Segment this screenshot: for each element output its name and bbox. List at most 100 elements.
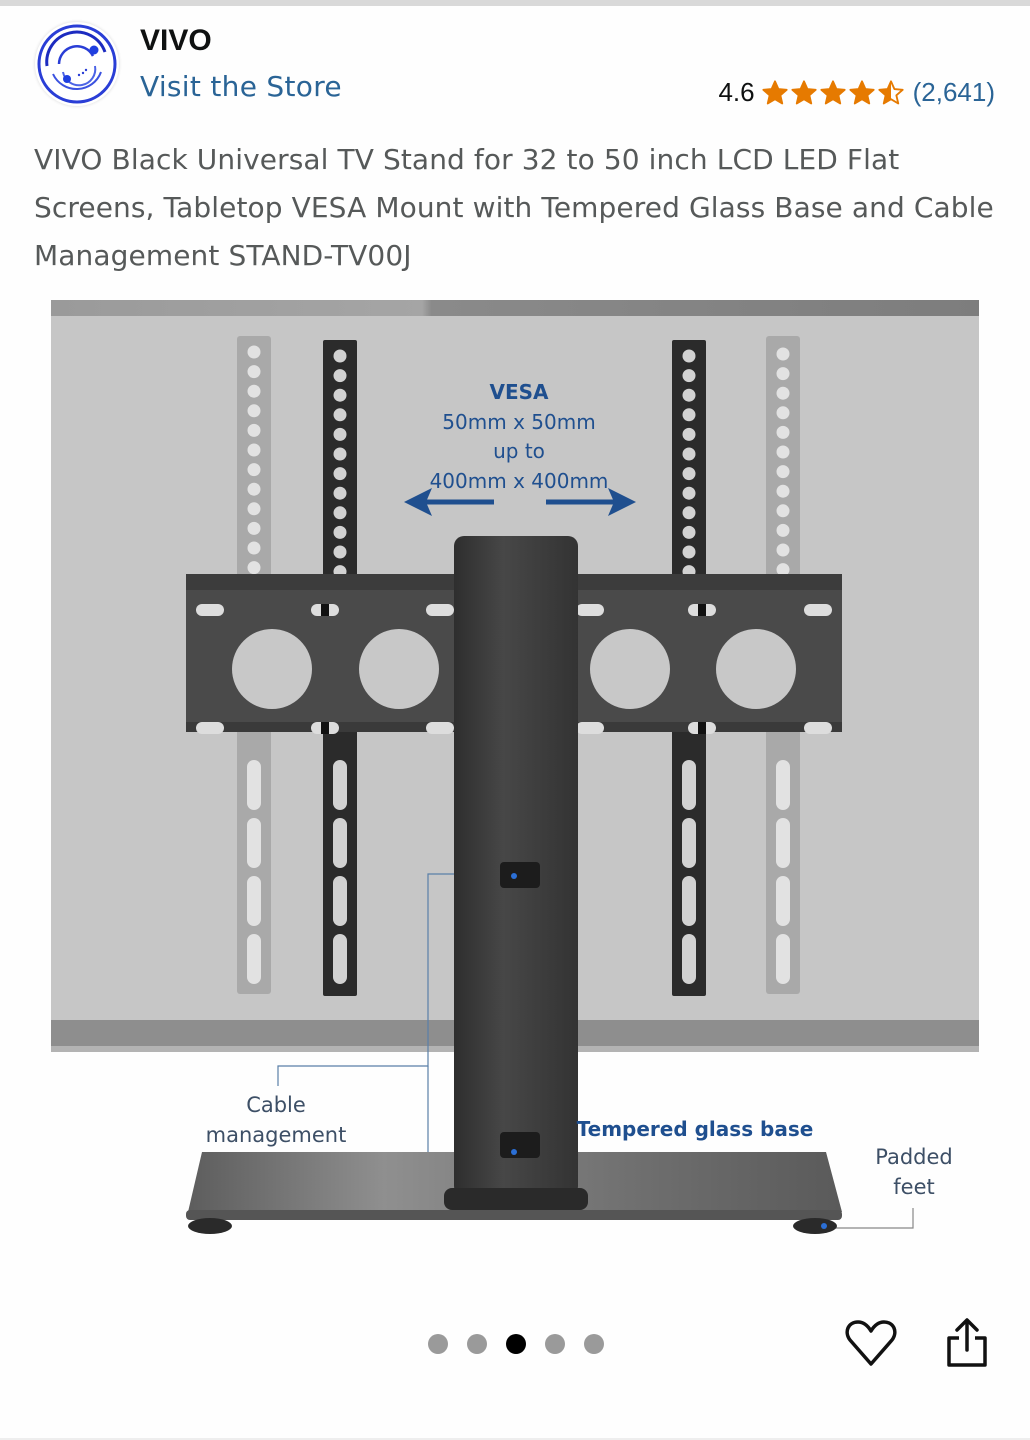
- cable-label-line1: Cable: [246, 1093, 306, 1117]
- rail-slot: [776, 818, 790, 868]
- rail-hole: [776, 445, 790, 459]
- rail-hole: [682, 427, 696, 441]
- glass-base-label: Tempered glass base: [577, 1117, 814, 1141]
- star-full-icon: [791, 79, 817, 104]
- vesa-line3: 400mm x 400mm: [430, 469, 609, 493]
- feet-callout-line: [830, 1208, 914, 1229]
- feet-label-line2: feet: [893, 1175, 934, 1199]
- carousel-dot[interactable]: [584, 1334, 604, 1354]
- rail-hole: [682, 349, 696, 363]
- bottom-divider: [0, 1438, 1030, 1440]
- rail-slot: [247, 934, 261, 984]
- rail-hole: [682, 525, 696, 539]
- rail-hole: [776, 347, 790, 361]
- arrow-right-icon: [546, 488, 636, 516]
- vesa-line1: 50mm x 50mm: [442, 410, 595, 434]
- rail-slot: [333, 760, 347, 810]
- rail-hole: [333, 447, 347, 461]
- rail-hole: [682, 447, 696, 461]
- top-bar: [0, 0, 1030, 6]
- rail-hole: [247, 345, 261, 359]
- star-full-icon: [849, 79, 875, 104]
- rail-hole: [333, 486, 347, 500]
- rail-hole: [776, 504, 790, 518]
- rail-hole: [247, 521, 261, 535]
- rail-hole: [333, 506, 347, 520]
- product-image[interactable]: VESA 50mm x 50mm up to 400mm x 400mm: [0, 296, 1030, 1256]
- share-icon: [947, 1318, 987, 1367]
- rail-slot: [682, 934, 696, 984]
- rail-hole: [776, 465, 790, 479]
- rail-hole: [333, 467, 347, 481]
- carousel-dot[interactable]: [545, 1334, 565, 1354]
- visit-store-link[interactable]: Visit the Store: [140, 70, 342, 103]
- rail-hole: [333, 388, 347, 402]
- share-button[interactable]: [944, 1316, 990, 1370]
- rail-slot: [776, 934, 790, 984]
- star-rating: [761, 79, 905, 107]
- rail-hole: [682, 408, 696, 422]
- product-title: VIVO Black Universal TV Stand for 32 to …: [34, 143, 994, 272]
- rail-hole: [682, 486, 696, 500]
- cable-label-line2: management: [206, 1123, 347, 1147]
- heart-icon: [845, 1320, 897, 1366]
- rail-slot: [682, 760, 696, 810]
- rail-hole: [776, 523, 790, 537]
- feet-label-line1: Padded: [875, 1145, 953, 1169]
- stand-pole: [444, 536, 588, 1210]
- star-full-icon: [820, 79, 846, 104]
- vesa-line2: up to: [493, 439, 545, 463]
- rail-holes: [247, 345, 790, 984]
- rail-slot: [333, 934, 347, 984]
- rail-hole: [776, 425, 790, 439]
- rating-value: 4.6: [718, 77, 755, 107]
- rail-hole: [247, 404, 261, 418]
- star-full-icon: [762, 79, 788, 104]
- rail-slot: [333, 818, 347, 868]
- product-illustration: VESA 50mm x 50mm up to 400mm x 400mm: [51, 300, 979, 1234]
- rail-hole: [333, 408, 347, 422]
- rail-hole: [776, 406, 790, 420]
- rail-hole: [682, 467, 696, 481]
- rail-hole: [776, 543, 790, 557]
- arrow-left-icon: [404, 488, 494, 516]
- rail-slot: [682, 876, 696, 926]
- rail-hole: [247, 541, 261, 555]
- rail-hole: [682, 506, 696, 520]
- carousel-dot[interactable]: [428, 1334, 448, 1354]
- vivo-logo-icon: [37, 24, 117, 104]
- rail-hole: [776, 484, 790, 498]
- rating-count-link[interactable]: (2,641): [912, 77, 995, 107]
- rail-hole: [333, 369, 347, 383]
- rail-hole: [682, 545, 696, 559]
- rail-hole: [247, 423, 261, 437]
- rail-hole: [682, 369, 696, 383]
- carousel-dot-active[interactable]: [506, 1334, 526, 1354]
- rail-hole: [776, 367, 790, 381]
- wishlist-button[interactable]: [844, 1318, 898, 1368]
- rail-hole: [247, 463, 261, 477]
- rail-hole: [333, 525, 347, 539]
- brand-logo[interactable]: [35, 22, 119, 106]
- rail-hole: [247, 384, 261, 398]
- vesa-heading: VESA: [489, 380, 549, 404]
- vesa-callout: VESA 50mm x 50mm up to 400mm x 400mm: [430, 380, 609, 493]
- rail-slot: [682, 818, 696, 868]
- rail-hole: [247, 561, 261, 575]
- rail-hole: [333, 545, 347, 559]
- star-half-icon: [878, 79, 904, 104]
- rail-slot: [776, 760, 790, 810]
- rail-slot: [247, 876, 261, 926]
- rail-hole: [776, 386, 790, 400]
- rail-hole: [247, 365, 261, 379]
- rail-hole: [776, 563, 790, 577]
- rail-hole: [247, 482, 261, 496]
- carousel-dot[interactable]: [467, 1334, 487, 1354]
- rail-hole: [333, 427, 347, 441]
- rail-slot: [247, 818, 261, 868]
- rail-slot: [333, 876, 347, 926]
- rail-hole: [333, 349, 347, 363]
- rail-slot: [247, 760, 261, 810]
- rating-summary[interactable]: 4.6 (2,641): [718, 77, 995, 108]
- rail-hole: [682, 388, 696, 402]
